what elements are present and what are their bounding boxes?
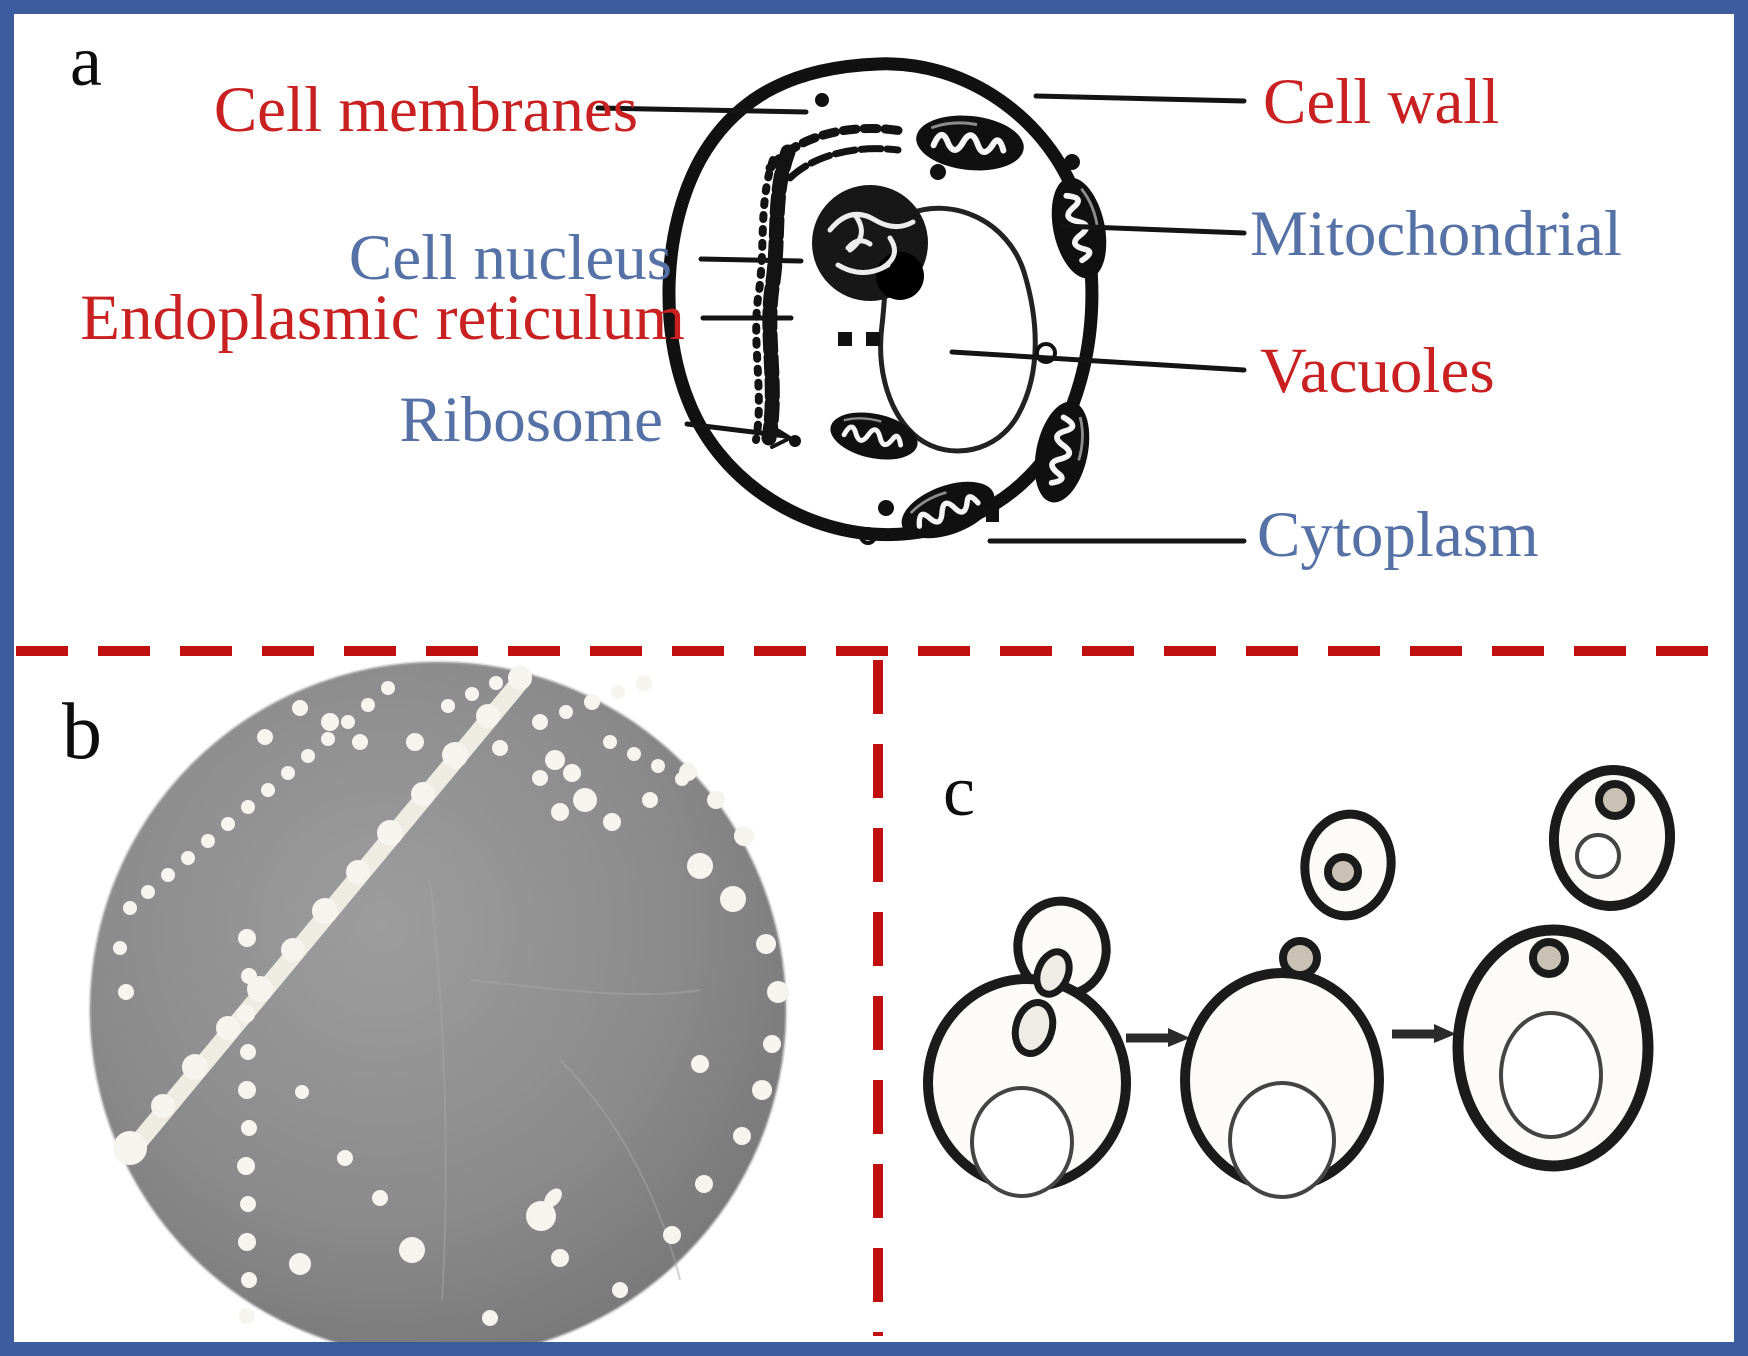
arrow-1 [1126,1028,1190,1047]
leader-ribosome [684,421,789,439]
leader-cell-membranes [595,105,809,115]
label-endoplasmic-reticulum: Endoplasmic reticulum [80,282,685,354]
leader-lines [595,93,1247,544]
teardrop-colony [526,1188,562,1231]
label-cell-nucleus: Cell nucleus [348,222,672,294]
budding-yeast-diagram [923,765,1676,1199]
arrow-2 [1392,1024,1456,1043]
yeast-cell-2 [1180,809,1396,1199]
label-cell-membranes: Cell membranes [213,74,638,146]
yeast-cell-1 [923,896,1131,1198]
nucleus-3 [1529,938,1569,978]
yeast-cell-3 [1452,765,1676,1172]
label-cytoplasm: Cytoplasm [1257,499,1539,571]
petri-dish-photo [88,660,789,1356]
panel-letter-b: b [62,688,102,776]
leader-mitochondrial [1058,223,1247,236]
vacuole-3 [1499,1011,1603,1139]
yeast-cell-diagram [595,57,1247,550]
label-cell-wall: Cell wall [1263,66,1500,138]
vacuole-2 [1228,1081,1336,1199]
bud-nucleus-3 [1595,780,1635,820]
leader-cell-wall [1033,93,1247,104]
ribosome-dots [789,93,1080,545]
label-ribosome: Ribosome [399,384,663,456]
leader-cell-nucleus [698,256,804,264]
bud-nucleus-2 [1324,853,1362,891]
colony-chains [123,665,689,1324]
endoplasmic-reticulum-shape [752,124,907,446]
nucleus-2 [1279,937,1321,979]
dividing-nucleus-figure-eight [1011,948,1073,1057]
leader-vacuoles [949,349,1247,373]
leader-ribosome-arrowhead [770,426,795,449]
panel-letter-c: c [943,751,975,831]
nucleus-shape [812,185,928,301]
bud-vacuole-3 [1575,833,1621,879]
label-vacuoles: Vacuoles [1260,335,1495,407]
vacuole-1 [970,1086,1074,1198]
panel-letter-a: a [70,21,102,101]
label-mitochondrial: Mitochondrial [1250,198,1622,270]
colony-dots [113,700,789,1326]
